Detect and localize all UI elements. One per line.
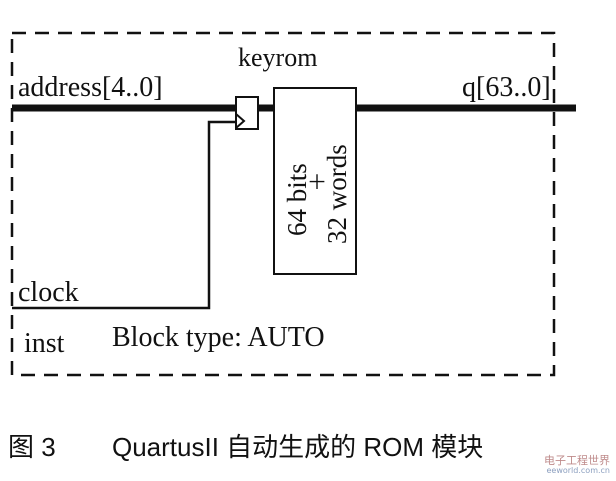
address-port-label: address[4..0] <box>18 72 163 103</box>
clock-port-label: clock <box>18 277 79 308</box>
watermark-title: 电子工程世界 <box>544 454 610 468</box>
rom-block <box>273 87 357 275</box>
output-port-label: q[63..0] <box>462 72 551 103</box>
figure-caption: QuartusII 自动生成的 ROM 模块 <box>112 432 483 462</box>
instance-label: inst <box>24 328 65 359</box>
watermark-url: eeworld.com.cn <box>546 465 610 475</box>
figure-number: 图 3 <box>8 432 56 462</box>
rom-depth-label: 32 words <box>322 144 352 244</box>
block-name-label: keyrom <box>238 43 317 72</box>
address-register <box>235 96 259 130</box>
block-type-label: Block type: AUTO <box>112 322 325 353</box>
site-watermark: 电子工程世界 eeworld.com.cn <box>544 455 610 475</box>
symbol-boundary <box>10 31 556 377</box>
rom-width-label: 64 bits <box>282 163 312 236</box>
clock-edge-icon <box>235 113 246 129</box>
clock-line <box>12 120 236 310</box>
